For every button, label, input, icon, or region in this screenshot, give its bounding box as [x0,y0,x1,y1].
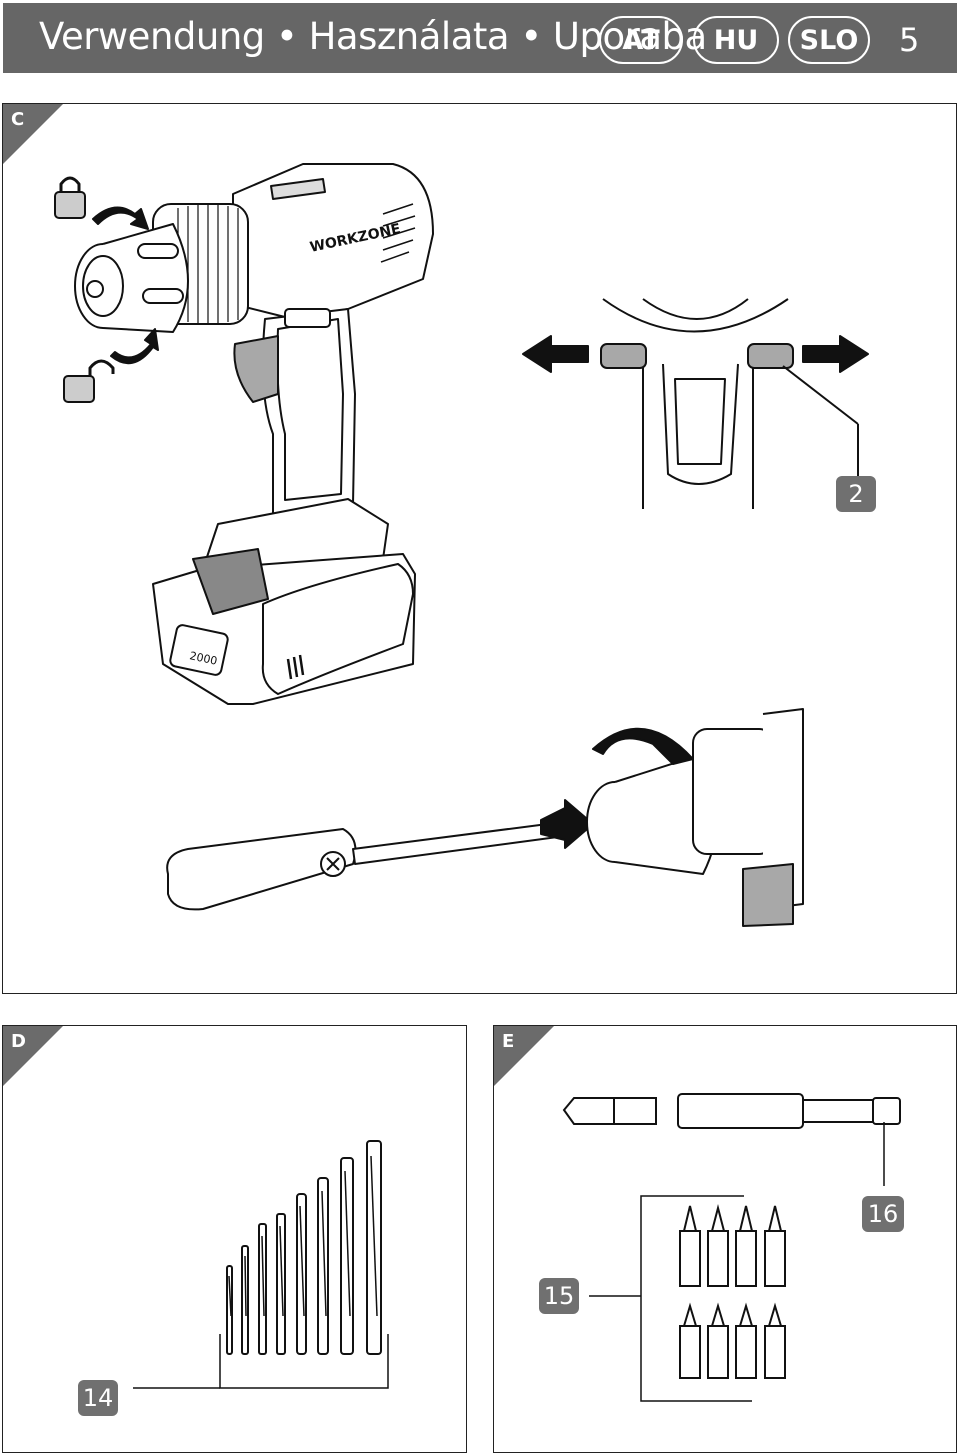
panel-c-letter: C [11,109,25,130]
panel-e-letter: E [502,1031,515,1052]
panel-e: E [493,1025,957,1453]
page-title: Verwendung • Használata • Uporaba [39,15,707,58]
country-badge-hu: HU [693,16,779,64]
panel-e-corner [494,1026,554,1086]
panel-d-letter: D [11,1031,26,1052]
screwdriver-bits-illustration [562,1093,901,1402]
callout-15: 15 [539,1278,579,1314]
panel-d: D 14 [2,1025,467,1453]
page-header: Verwendung • Használata • Uporaba AT HU … [3,3,957,73]
country-badge-slo: SLO [788,16,870,64]
page-number: 5 [899,21,920,59]
panel-c: C [2,103,957,994]
panel-c-corner [3,104,63,164]
callout-16: 16 [862,1196,904,1232]
callout-2: 2 [836,476,876,512]
battery-capacity-label: 2000 [188,649,218,668]
drill-bits-illustration [133,1140,389,1389]
drill-illustration: WORKZONE 2000 [54,163,869,927]
panel-d-corner [3,1026,63,1086]
country-badge-at: AT [599,16,683,64]
callout-14: 14 [78,1380,118,1416]
